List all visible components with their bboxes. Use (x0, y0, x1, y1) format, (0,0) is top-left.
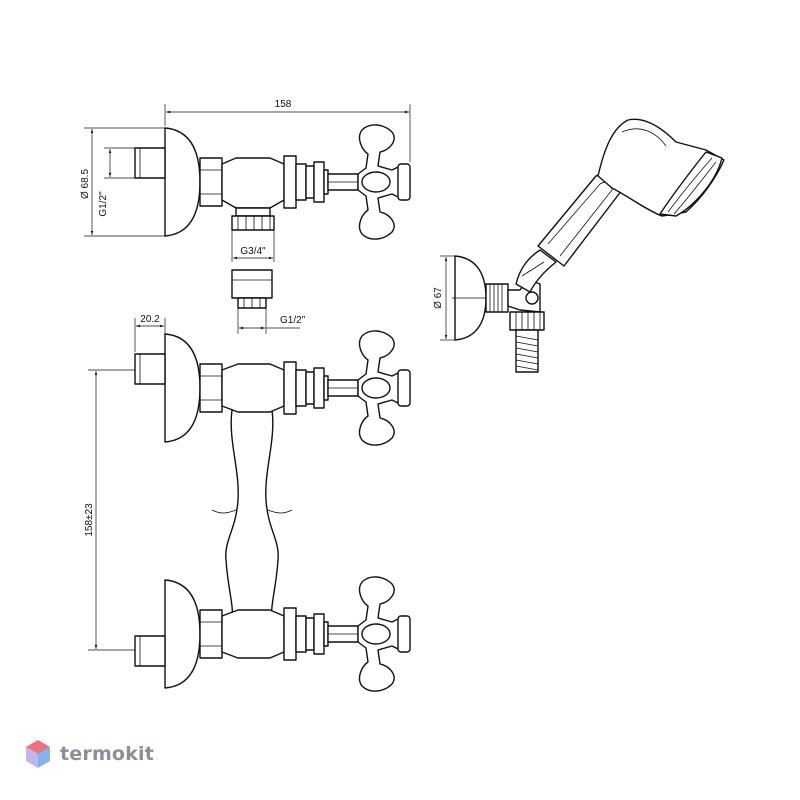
hand-shower (440, 118, 725, 373)
dim-holder-diameter: Ø 67 (433, 257, 448, 339)
brand-name: termokit (60, 743, 155, 765)
centers-label: 158±23 (84, 503, 95, 537)
top-view-mixer (134, 124, 411, 240)
inlet-thread-label: G1/2" (98, 191, 109, 217)
adapter-piece (231, 269, 273, 309)
brand-logo: termokit (24, 738, 154, 770)
brand-cube-icon (26, 740, 50, 768)
dim-adapter-thread: G1/2" (237, 308, 306, 334)
dim-overall-width: 158 (164, 99, 411, 162)
front-view-mixer (134, 330, 411, 692)
overall-width-label: 158 (275, 99, 292, 110)
holder-diameter-label: Ø 67 (433, 287, 444, 309)
outlet-thread-label: G3/4" (240, 246, 266, 257)
dim-outlet-thread: G3/4" (231, 230, 275, 262)
dim-top-height: Ø 68.5 (80, 127, 165, 237)
dim-wall-offset: 20.2 (134, 314, 166, 352)
wall-offset-label: 20.2 (140, 314, 160, 325)
dim-inlet-thread: G1/2" (98, 147, 135, 217)
dim-centers: 158±23 (84, 369, 135, 651)
height-top-label: Ø 68.5 (80, 169, 91, 199)
adapter-thread-label: G1/2" (280, 315, 306, 326)
